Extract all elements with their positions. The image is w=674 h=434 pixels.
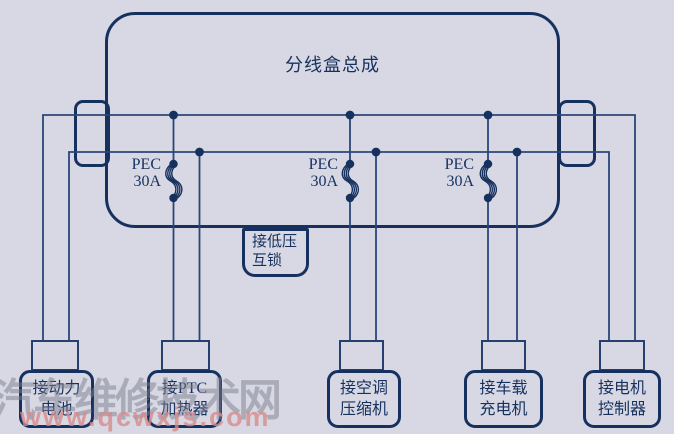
fuse-1-rating: 30A (133, 173, 161, 190)
connector-charger-line2: 充电机 (479, 400, 528, 418)
connector-ac-compressor-neck (339, 340, 384, 371)
fuse-2-name: PEC (308, 156, 338, 173)
connector-motor-controller-neck (599, 340, 645, 371)
fuse-symbol-2 (341, 159, 360, 203)
connector-battery-box: 接动力 电池 (19, 370, 94, 428)
fuse-label-2: PEC 30A (280, 156, 338, 190)
interlock-connector: 接低压 互锁 (242, 228, 309, 277)
junction-dots (169, 110, 522, 157)
interlock-label-line2: 互锁 (252, 253, 283, 269)
connector-ac-compressor-box: 接空调 压缩机 (327, 370, 401, 428)
junction-box-left-tab (74, 100, 110, 167)
bus-wire-1 (42, 114, 636, 341)
connector-ptc-line2: 加热器 (160, 400, 209, 418)
connector-ptc-heater-neck (161, 340, 210, 371)
connector-motor-controller-box: 接电机 控制器 (583, 370, 661, 428)
connector-onboard-charger-box: 接车载 充电机 (464, 370, 543, 428)
fuse-2-rating: 30A (310, 173, 338, 190)
connector-onboard-charger-neck (481, 340, 526, 371)
fuse-3-rating: 30A (446, 173, 474, 190)
junction-box-right-tab (558, 100, 596, 167)
connector-ptc-line1: 接PTC (161, 380, 208, 397)
connector-ac-line2: 压缩机 (339, 400, 388, 418)
fuse-label-1: PEC 30A (103, 156, 161, 190)
fuse-1-name: PEC (131, 156, 161, 173)
fuse-symbol-1 (165, 159, 183, 203)
connector-ptc-heater-box: 接PTC 加热器 (147, 370, 222, 428)
bus-wire-2 (68, 151, 610, 341)
connector-battery-line1: 接动力 (32, 380, 81, 397)
connector-motor-line2: 控制器 (597, 400, 646, 418)
connector-charger-line1: 接车载 (479, 380, 528, 397)
interlock-label-line1: 接低压 (252, 234, 298, 250)
fuse-symbols (165, 159, 498, 203)
connector-motor-line1: 接电机 (597, 380, 646, 397)
connector-ac-line1: 接空调 (339, 380, 388, 397)
connector-battery-neck (31, 340, 79, 371)
connector-battery-line2: 电池 (40, 400, 73, 418)
fuse-3-name: PEC (444, 156, 474, 173)
fuse-label-3: PEC 30A (416, 156, 474, 190)
fuse-symbol-3 (479, 159, 498, 203)
junction-box-title: 分线盒总成 (285, 55, 380, 75)
